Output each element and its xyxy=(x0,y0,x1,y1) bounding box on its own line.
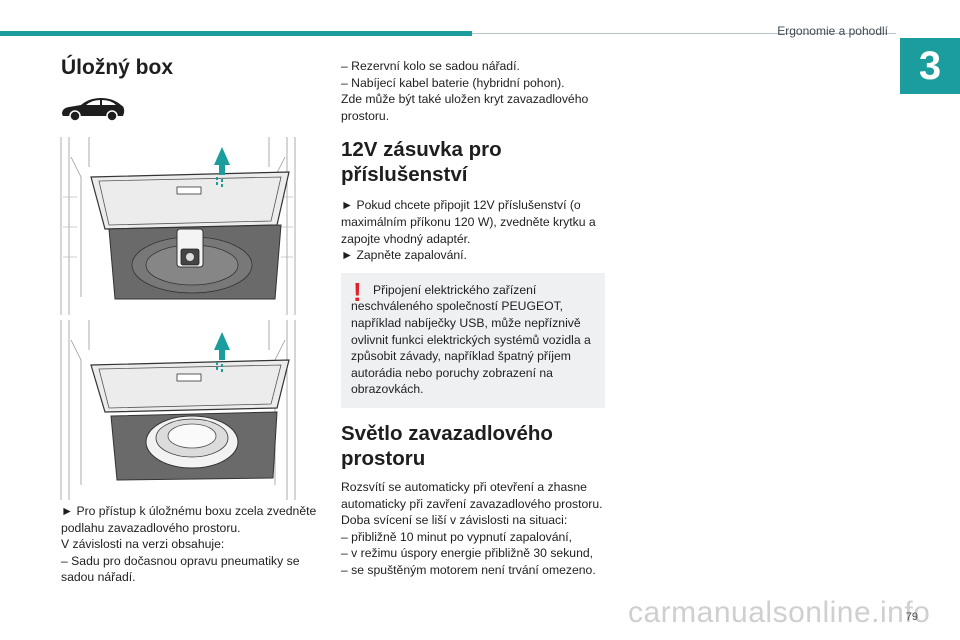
warning-text: Připojení elektrického zařízení neschvál… xyxy=(351,282,591,397)
right-column: – Rezervní kolo se sadou nářadí. – Nabíj… xyxy=(341,58,605,578)
page-number: 79 xyxy=(905,611,918,623)
exclamation-icon: ! xyxy=(353,276,362,307)
light-paragraph: – v režimu úspory energie přibližně 30 s… xyxy=(341,546,594,561)
section-title: Ergonomie a pohodlí xyxy=(777,24,888,38)
header-accent-bar xyxy=(0,31,472,36)
light-paragraph: – se spuštěným motorem není trvání omeze… xyxy=(341,562,596,577)
light-title: Světlo zavazadlového prostoru xyxy=(341,421,553,470)
light-paragraph: – přibližně 10 minut po vypnutí zapalová… xyxy=(341,529,573,544)
left-paragraph: V závislosti na verzi obsahuje: xyxy=(61,537,225,552)
intro-line: – Rezervní kolo se sadou nářadí. xyxy=(341,59,520,73)
header-rule xyxy=(472,33,896,34)
trunk-spare-wheel-illustration xyxy=(60,320,296,500)
light-paragraph: Doba svícení se liší v závislosti na sit… xyxy=(341,513,568,528)
warning-box: ! Připojení elektrického zařízení neschv… xyxy=(341,272,605,408)
trunk-repair-kit-illustration xyxy=(60,137,296,315)
chapter-badge: 3 xyxy=(900,38,960,94)
intro-line: Zde může být také uložen kryt zavazadlov… xyxy=(341,92,589,123)
light-paragraph: Rozsvítí se automaticky při otevření a z… xyxy=(341,479,603,511)
storage-box-title: Úložný box xyxy=(61,56,174,79)
intro-line: – Nabíjecí kabel baterie (hybridní pohon… xyxy=(341,75,565,90)
watermark: carmanualsonline.info xyxy=(628,596,931,629)
left-body: ► Pro přístup k úložnému boxu zcela zved… xyxy=(61,503,321,586)
socket-title: 12V zásuvka pro příslušenství xyxy=(341,138,502,187)
socket-paragraph: ► Pokud chcete připojit 12V příslušenstv… xyxy=(341,198,596,246)
left-paragraph: ► Pro přístup k úložnému boxu zcela zved… xyxy=(61,504,317,535)
socket-paragraph: ► Zapněte zapalování. xyxy=(341,248,467,263)
car-silhouette-icon xyxy=(62,98,125,122)
left-paragraph: – Sadu pro dočasnou opravu pneumatiky se… xyxy=(61,553,300,585)
